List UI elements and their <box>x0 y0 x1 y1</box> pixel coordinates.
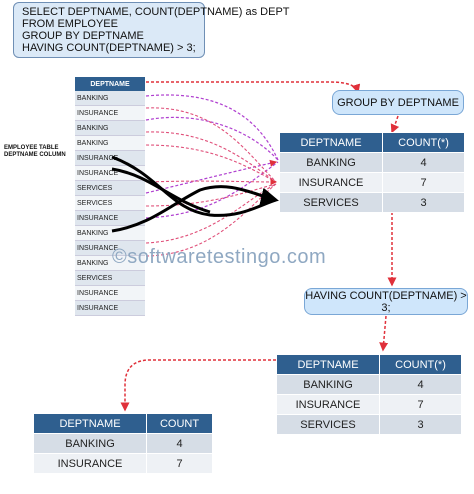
cell: 4 <box>146 433 213 454</box>
having-label: HAVING COUNT(DEPTNAME) > 3; <box>304 288 468 315</box>
cell: 4 <box>382 152 465 173</box>
insurance-line <box>145 144 277 183</box>
employee-table-label: EMPLOYEE TABLE DEPTNAME COLUMN <box>4 145 66 159</box>
cell: 3 <box>382 192 465 213</box>
insurance-line <box>145 178 278 186</box>
cell: INSURANCE <box>276 394 380 415</box>
cell: 3 <box>379 414 462 435</box>
cell: BANKING <box>33 433 147 454</box>
sql-line: FROM EMPLOYEE <box>22 18 118 30</box>
arrow-to-final <box>120 359 276 412</box>
banking-line <box>145 94 279 161</box>
employee-row: SERVICES <box>75 180 145 196</box>
label-line-2: DEPTNAME COLUMN <box>4 152 66 158</box>
column-header: COUNT <box>146 413 213 434</box>
cell: SERVICES <box>279 192 383 213</box>
column-header: DEPTNAME <box>33 413 147 434</box>
column-header: COUNT(*) <box>382 132 465 153</box>
employee-row: INSURANCE <box>75 150 145 166</box>
cell: BANKING <box>276 374 380 395</box>
arrow-to-group-by <box>146 81 361 94</box>
employee-row: INSURANCE <box>75 285 145 301</box>
services-line <box>111 155 277 217</box>
insurance-line <box>145 183 277 207</box>
cell: 7 <box>379 394 462 415</box>
employee-deptname-table: DEPTNAME BANKING INSURANCE BANKING BANKI… <box>75 77 145 316</box>
column-header: DEPTNAME <box>276 354 380 375</box>
cell: INSURANCE <box>279 172 383 193</box>
label-line-1: EMPLOYEE TABLE <box>4 145 59 151</box>
employee-row: INSURANCE <box>75 105 145 121</box>
sql-line: GROUP BY DEPTNAME <box>22 30 144 42</box>
cell: INSURANCE <box>33 453 147 474</box>
cell: 4 <box>379 374 462 395</box>
employee-row: SERVICES <box>75 270 145 286</box>
insurance-line <box>145 131 277 183</box>
employee-row: BANKING <box>75 225 145 241</box>
column-header: COUNT(*) <box>379 354 462 375</box>
employee-row: BANKING <box>75 91 145 106</box>
group-by-label: GROUP BY DEPTNAME <box>332 90 464 115</box>
cell: BANKING <box>279 152 383 173</box>
insurance-line <box>145 107 277 183</box>
cell: 7 <box>382 172 465 193</box>
arrow-to-having-table <box>379 315 389 352</box>
employee-row: SERVICES <box>75 195 145 211</box>
column-header: DEPTNAME <box>279 132 383 153</box>
employee-table-header: DEPTNAME <box>75 77 145 91</box>
employee-row: BANKING <box>75 120 145 136</box>
services-line <box>111 185 279 233</box>
sql-line: HAVING COUNT(DEPTNAME) > 3; <box>22 42 196 54</box>
banking-line <box>145 116 279 161</box>
services-line <box>111 167 211 214</box>
arrow-to-group-table <box>390 115 400 134</box>
employee-row: INSURANCE <box>75 240 145 256</box>
watermark: ©softwaretestingo.com <box>112 246 327 268</box>
employee-row: INSURANCE <box>75 210 145 226</box>
employee-row: BANKING <box>75 255 145 271</box>
cell: 7 <box>146 453 213 474</box>
employee-row: BANKING <box>75 135 145 151</box>
banking-line <box>145 161 279 219</box>
employee-row: INSURANCE <box>75 300 145 316</box>
employee-row: INSURANCE <box>75 165 145 181</box>
cell: SERVICES <box>276 414 380 435</box>
